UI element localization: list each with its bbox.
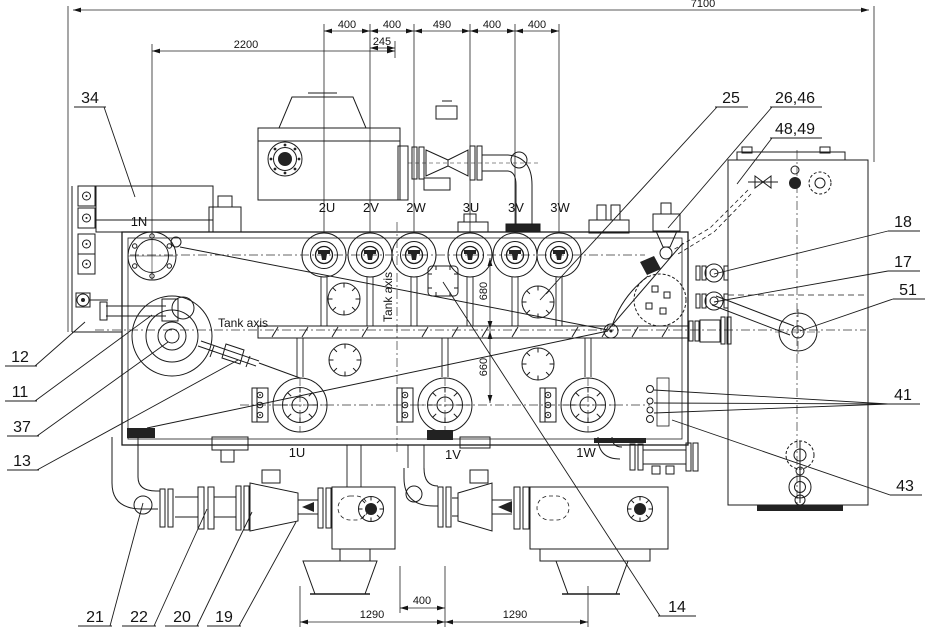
cooler-cone-left (249, 482, 299, 532)
terminal-label-1v: 1V (445, 447, 461, 462)
tank-top-fittings (208, 195, 681, 327)
cooler-elbow-left (111, 437, 158, 510)
dim-400-3: 400 (483, 19, 501, 31)
dim-2200: 2200 (234, 39, 258, 51)
neutral-bushing-1n (127, 231, 177, 281)
callout-41: 41 (894, 387, 912, 404)
cooler-group-left (111, 437, 396, 595)
callout-43: 43 (896, 478, 914, 495)
terminal-label-1u: 1U (289, 445, 306, 460)
fan-housing-left (302, 560, 378, 595)
conservator-top-fittings (748, 165, 832, 195)
callout-21: 21 (86, 609, 104, 626)
tap-changer (99, 295, 301, 379)
cable-box (257, 127, 401, 201)
callout-51: 51 (899, 282, 917, 299)
callout-19: 19 (215, 609, 233, 626)
hv-bushings (127, 231, 582, 326)
callout-18: 18 (894, 214, 912, 231)
dim-overall-7100: 7100 (691, 0, 715, 10)
cooler-group-right (403, 445, 669, 595)
cooler-box-left (331, 486, 396, 550)
terminal-label-2u: 2U (319, 200, 336, 215)
cooler-cone-right (457, 482, 493, 532)
callout-25: 25 (722, 90, 740, 107)
callout-13: 13 (13, 453, 31, 470)
oil-filter-flange (775, 309, 821, 355)
terminal-label-1w: 1W (576, 445, 596, 460)
callout-14: 14 (668, 599, 686, 616)
dim-bottom-400: 400 (413, 595, 431, 607)
shutoff-valve (221, 343, 245, 365)
lifting-diagonal-2 (607, 242, 684, 331)
cooler-elbow-right (403, 468, 438, 507)
left-frame-and-ladder (71, 185, 122, 333)
dim-400-4: 400 (528, 19, 546, 31)
callout-12: 12 (11, 349, 29, 366)
tilted-flange (640, 256, 661, 275)
lv-bushings (251, 338, 616, 433)
terminal-label-3u: 3U (463, 200, 480, 215)
dim-1290-left: 1290 (360, 609, 384, 621)
tank-bottom-fittings (127, 428, 646, 463)
lifting-diagonal-1 (179, 246, 609, 331)
callout-34: 34 (81, 90, 99, 107)
inspection-hatch (427, 265, 459, 297)
centerlines (95, 150, 866, 510)
terminal-label-2v: 2V (363, 200, 379, 215)
callout-17: 17 (894, 254, 912, 271)
conservator-valve-upper (695, 263, 729, 283)
chimney (278, 96, 367, 129)
dim-680: 680 (478, 282, 490, 300)
tank-axis-label-horizontal: Tank axis (218, 316, 268, 330)
flow-arrow-right (498, 501, 512, 513)
buchholz-relay (652, 213, 681, 232)
terminal-label-2w: 2W (406, 200, 426, 215)
callout-leaders (5, 106, 925, 627)
dim-660: 660 (478, 358, 490, 376)
callout-26-46: 26,46 (775, 90, 815, 107)
dim-1290-right: 1290 (503, 609, 527, 621)
pipe-elbow (507, 154, 533, 186)
dim-400-2: 400 (383, 19, 401, 31)
terminal-label-3w: 3W (550, 200, 570, 215)
cable-box-assembly (257, 92, 540, 225)
bolted-flange-cover (633, 273, 687, 327)
oil-pipe-valve (699, 319, 721, 343)
dim-245: 245 (373, 36, 391, 48)
conservator-valve-lower (695, 291, 729, 311)
dim-490: 490 (433, 19, 451, 31)
main-tank-internals (146, 236, 689, 429)
callout-37: 37 (13, 419, 31, 436)
lifting-diagonal-3 (146, 330, 609, 429)
callout-22: 22 (130, 609, 148, 626)
callout-48-49: 48,49 (775, 121, 815, 138)
tank-right-end (597, 263, 795, 475)
callout-20: 20 (173, 609, 191, 626)
flow-arrow-left (302, 502, 314, 512)
callout-11: 11 (12, 384, 29, 401)
fan-housing-right (555, 560, 629, 595)
terminal-label-3v: 3V (508, 200, 524, 215)
conservator-bottom-fittings (757, 440, 843, 511)
terminal-label-1n: 1N (131, 214, 148, 229)
conservator-tank (672, 146, 869, 511)
dim-400-1: 400 (338, 19, 356, 31)
drive-shaft-coupling (161, 298, 179, 322)
tank-axis-label-vertical: Tank axis (381, 272, 395, 322)
platform-box (95, 185, 214, 233)
dimension-annotations (67, 6, 875, 627)
